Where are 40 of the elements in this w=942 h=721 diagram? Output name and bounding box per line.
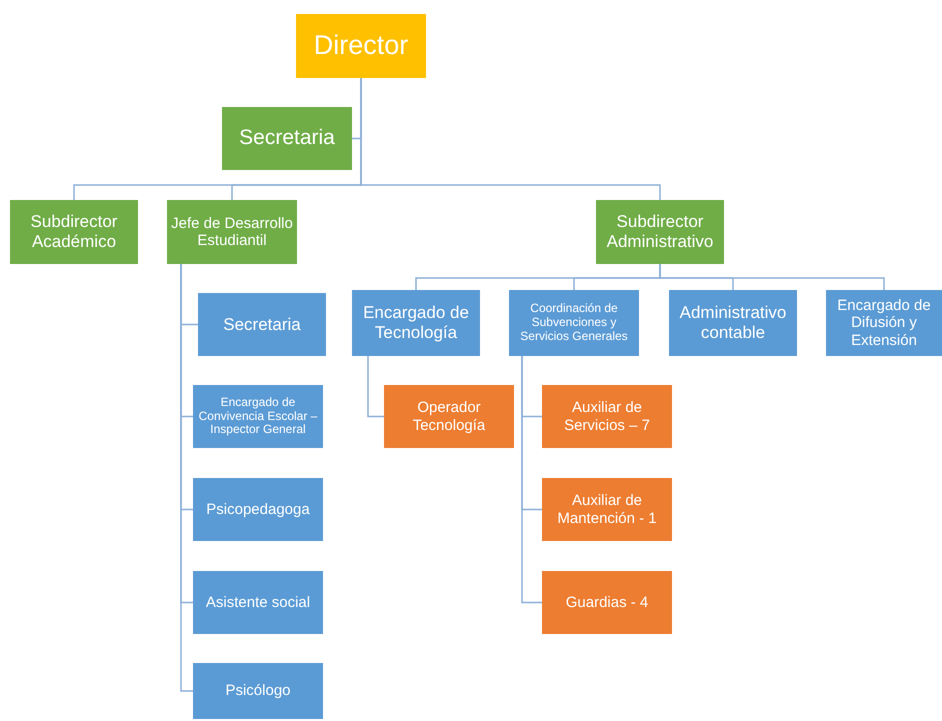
connector-line <box>659 264 885 290</box>
position-title: Psicopedagoga <box>206 500 310 518</box>
position-title: Asistente social <box>206 594 310 612</box>
position-box <box>542 571 672 634</box>
position-box <box>193 571 323 634</box>
position-title: Jefe de Desarrollo Estudiantil <box>171 214 293 250</box>
position-box <box>542 385 672 448</box>
position-box <box>193 385 323 448</box>
position-title: Encargado de Difusión y Extensión <box>836 297 932 349</box>
position-title: Encargado de Convivencia Escolar – Inspector General <box>198 396 318 438</box>
position-title: Administrativo contable <box>678 303 788 343</box>
position-box <box>198 293 326 356</box>
position-box <box>542 478 672 541</box>
connector-line <box>360 78 661 200</box>
position-title: Secretaria <box>239 126 335 151</box>
position-box <box>509 290 639 356</box>
position-title: Encargado de Tecnología <box>362 303 470 343</box>
position-title: Auxiliar de Servicios – 7 <box>563 399 651 434</box>
position-title: Operador Tecnología <box>412 399 486 434</box>
position-title: Subdirector Académico <box>30 212 118 252</box>
position-title: Guardias - 4 <box>566 594 648 612</box>
position-box <box>384 385 514 448</box>
position-title: Psicólogo <box>225 682 291 700</box>
position-title: Coordinación de Subvenciones y Servicios Generales <box>519 302 629 344</box>
position-box <box>352 290 480 356</box>
position-box <box>193 663 323 719</box>
connector-line <box>367 356 384 418</box>
position-box <box>10 200 138 264</box>
position-box <box>826 290 942 356</box>
position-box <box>669 290 797 356</box>
position-title: Director <box>314 30 408 62</box>
position-box <box>296 14 426 78</box>
position-box <box>222 107 352 170</box>
connector-line <box>521 356 542 604</box>
position-box <box>193 478 323 541</box>
position-title: Subdirector Administrativo <box>606 212 714 252</box>
position-title: Secretaria <box>223 314 301 334</box>
position-box <box>167 200 297 264</box>
position-box <box>596 200 724 264</box>
position-title: Auxiliar de Mantención - 1 <box>556 492 658 527</box>
